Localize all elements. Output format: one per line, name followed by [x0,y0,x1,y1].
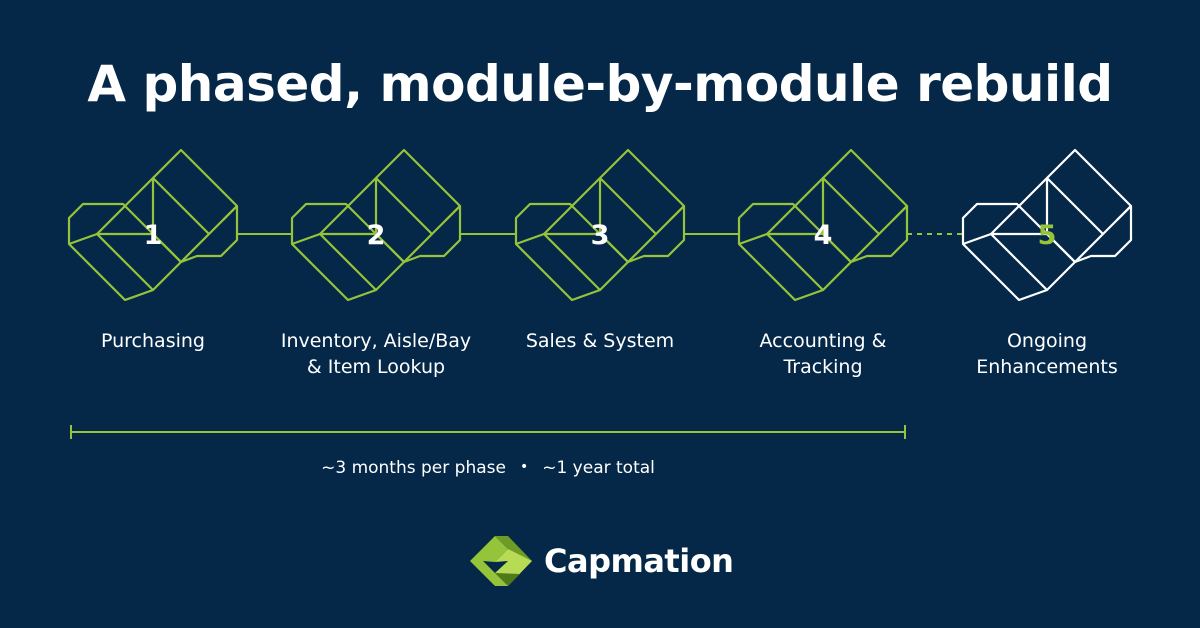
timeline-duration-per-phase: ~3 months per phase [321,458,506,478]
phase-label-4: Accounting & Tracking [713,328,933,380]
phase-number-4: 4 [814,220,833,251]
phase-label-line: Accounting & [759,330,887,352]
page-title: A phased, module-by-module rebuild [87,55,1113,113]
phase-label-line: & Item Lookup [306,356,446,378]
capmation-logo-icon [470,536,532,586]
phase-label-line: Inventory, Aisle/Bay [280,330,472,352]
phase-label-2: Inventory, Aisle/Bay & Item Lookup [266,328,486,380]
phase-label-5: Ongoing Enhancements [937,328,1157,380]
brand-logo: Capmation [468,534,734,588]
phase-emblem-2: 2 [290,148,462,302]
phase-emblem-5: 5 [961,148,1133,302]
phase-number-5: 5 [1038,220,1057,251]
phase-label-line: Sales & System [525,330,675,352]
brand-name: Capmation [544,542,734,580]
phase-label-line: Enhancements [976,356,1118,378]
phase-number-2: 2 [367,220,386,251]
phase-label-1: Purchasing [43,328,263,354]
timeline-separator: • [519,459,529,475]
phase-emblem-4: 4 [737,148,909,302]
phase-number-1: 1 [144,220,163,251]
timeline-total-duration: ~1 year total [542,458,655,478]
phase-number-3: 3 [591,220,610,251]
phase-label-3: Sales & System [490,328,710,354]
phase-label-line: Ongoing [1006,330,1088,352]
phase-label-line: Purchasing [101,330,205,352]
phase-emblem-3: 3 [514,148,686,302]
timeline-note: ~3 months per phase • ~1 year total [70,455,906,480]
phase-label-line: Tracking [783,356,863,378]
phase-emblem-1: 1 [67,148,239,302]
